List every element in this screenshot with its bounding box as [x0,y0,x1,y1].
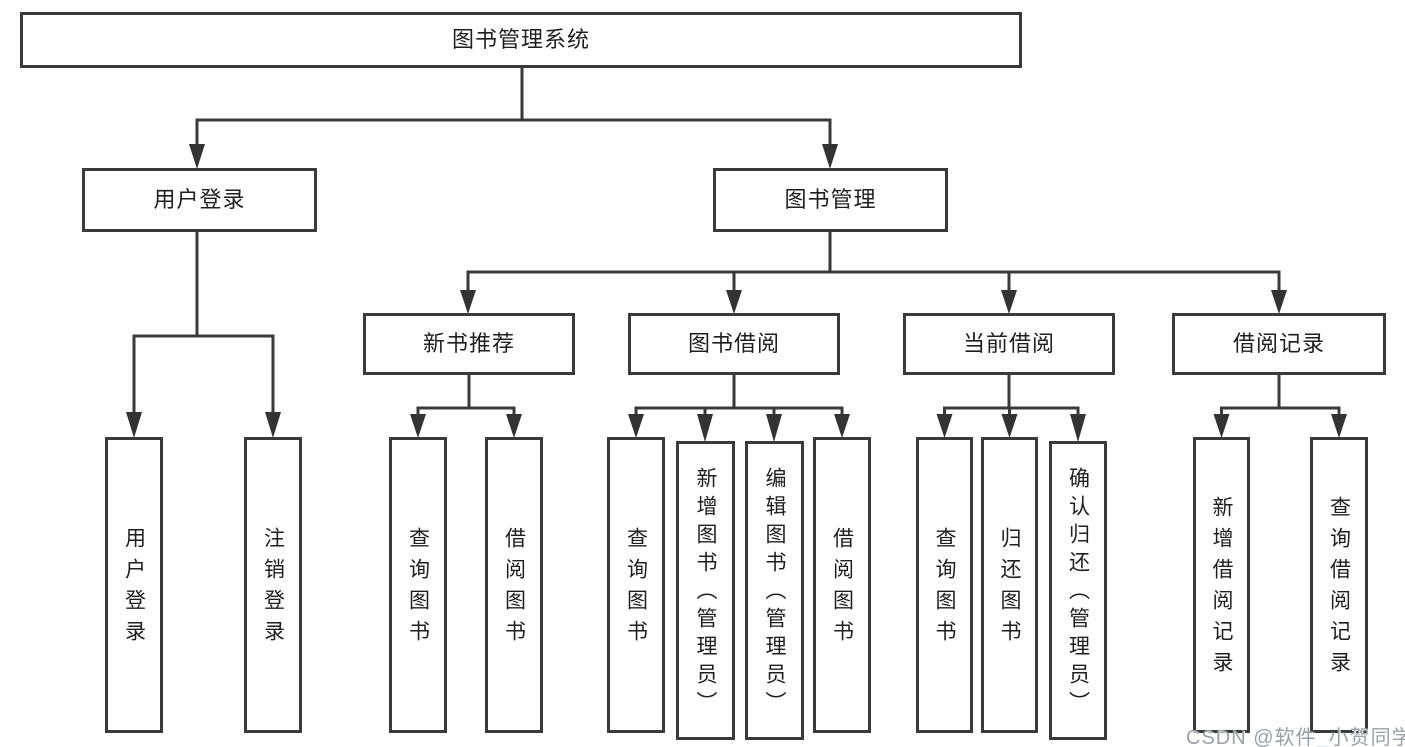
node-leaf-confirm-return-admin: 确认归还（管理员） [1049,441,1107,740]
connector-book-borrow-to-leaves [628,375,850,442]
node-book-borrowing: 图书借阅 [628,313,840,375]
node-leaf-return-books: 归还图书 [981,437,1038,733]
connector-borrow-record-to-leaves [1213,375,1347,438]
node-leaf-borrow-books-recommend: 借阅图书 [485,437,543,733]
node-leaf-edit-books-admin: 编辑图书（管理员） [745,441,804,740]
node-borrowing-records: 借阅记录 [1172,313,1386,375]
node-book-management: 图书管理 [713,168,948,232]
connector-current-borrow-to-leaves [936,375,1086,442]
node-leaf-user-login: 用户登录 [105,437,163,733]
connector-new-book-to-leaves [410,375,522,438]
connector-root-to-level2 [189,68,838,169]
connector-book-mgmt-to-level3 [460,232,1287,314]
node-leaf-borrow-books: 借阅图书 [813,437,871,733]
node-leaf-query-books-recommend: 查询图书 [389,437,447,733]
node-library-management-system: 图书管理系统 [20,12,1022,68]
node-new-book-recommendation: 新书推荐 [363,313,575,375]
node-leaf-query-borrow-record: 查询借阅记录 [1310,437,1368,733]
node-leaf-add-borrow-record: 新增借阅记录 [1193,437,1250,733]
csdn-watermark: CSDN @软件_小贺同学 [1186,727,1405,747]
node-leaf-query-books-current: 查询图书 [916,437,973,733]
node-current-borrowing: 当前借阅 [903,313,1115,375]
node-leaf-logout: 注销登录 [244,437,302,733]
node-leaf-query-books-borrowing: 查询图书 [607,437,665,733]
node-leaf-add-books-admin: 新增图书（管理员） [676,441,735,740]
connector-user-login-to-leaves [126,232,281,438]
node-user-login: 用户登录 [82,168,317,232]
